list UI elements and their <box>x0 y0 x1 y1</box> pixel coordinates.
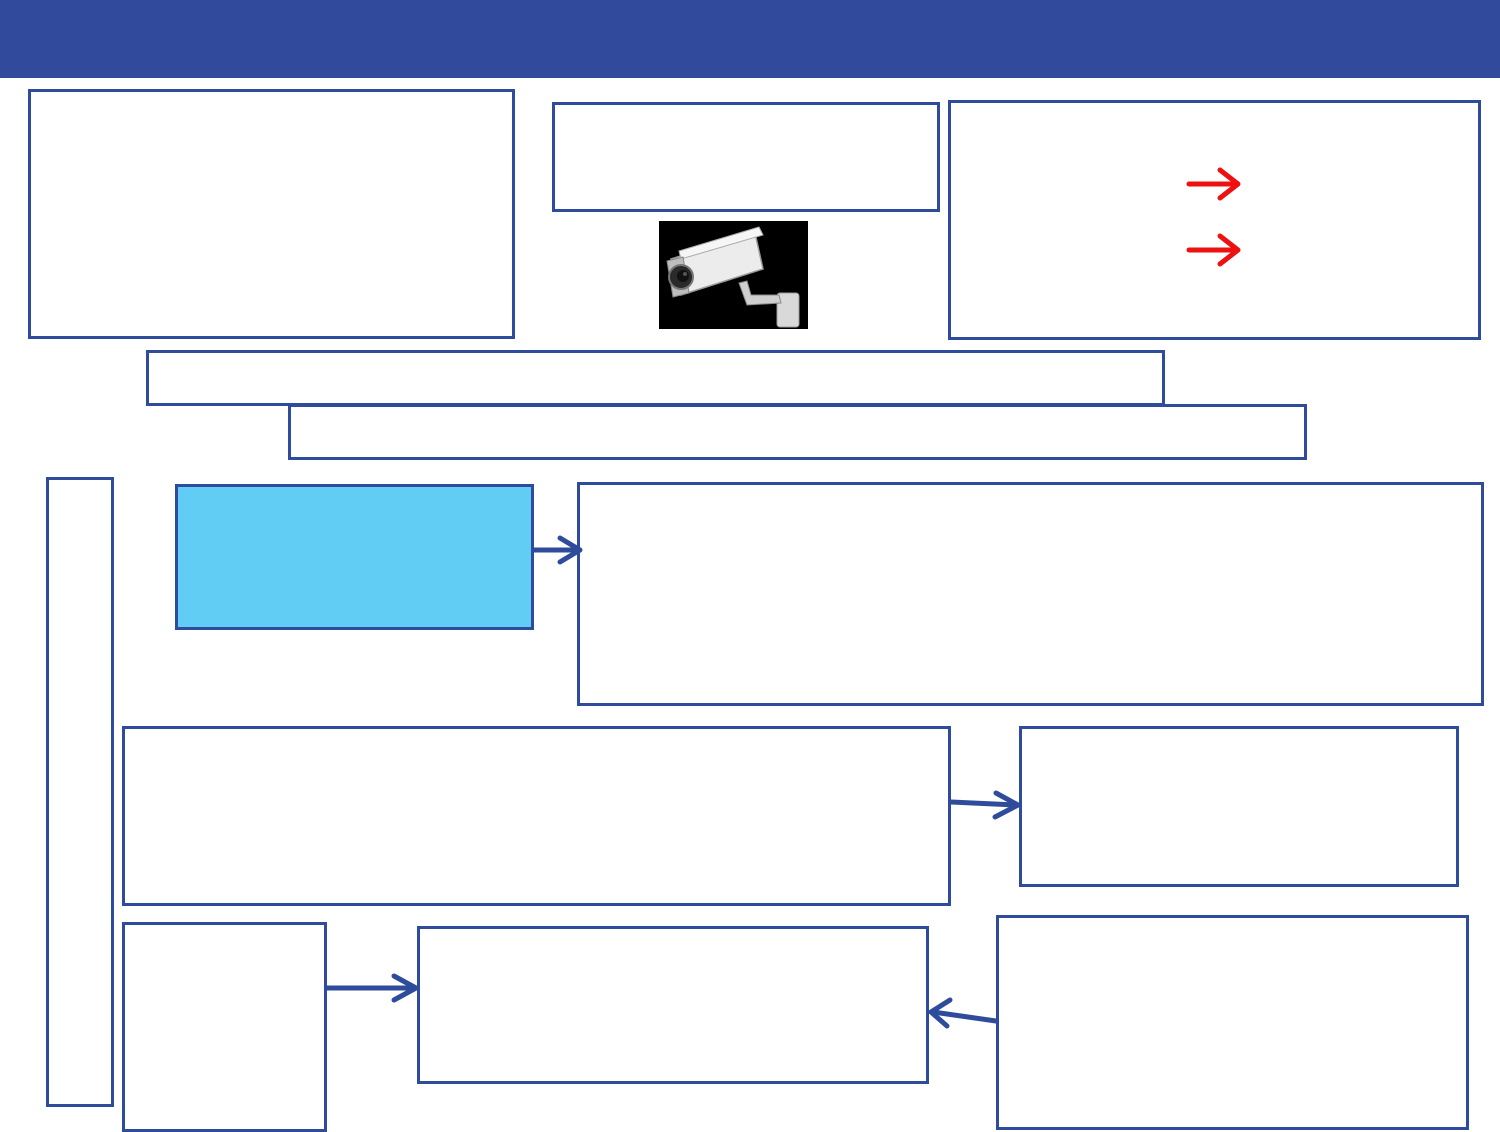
header-bar <box>0 0 1500 78</box>
arrow-bottomleft-to-center <box>324 973 419 1003</box>
right-middle-box <box>1019 726 1459 887</box>
large-right-box <box>577 482 1484 706</box>
top-right-box <box>948 100 1481 340</box>
top-center-box <box>552 102 940 212</box>
highlighted-box <box>175 484 534 630</box>
top-left-box <box>28 89 515 339</box>
bottom-left-box <box>122 922 327 1132</box>
security-camera-icon <box>659 221 808 329</box>
left-vertical-bar <box>46 477 114 1107</box>
arrow-bottomright-to-center <box>928 997 999 1029</box>
wide-middle-box <box>122 726 951 906</box>
wide-bar-1 <box>146 350 1165 406</box>
arrow-highlight-to-large <box>531 535 583 565</box>
bottom-right-box <box>996 915 1469 1130</box>
security-camera-image <box>659 221 808 329</box>
bottom-center-box <box>417 926 929 1084</box>
arrow-wide-to-right <box>948 790 1021 820</box>
wide-bar-2 <box>288 404 1307 460</box>
